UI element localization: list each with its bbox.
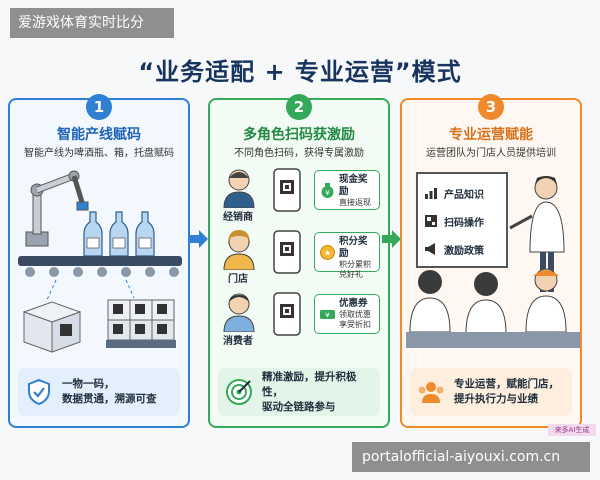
shield-check-icon	[28, 378, 50, 406]
panel-footer: 一物一码， 数据贯通，溯源可查	[18, 368, 180, 416]
reward-desc: 直接返现	[339, 198, 371, 207]
reward-card-points: ★ 积分奖励 积分累积 兑好礼	[314, 232, 380, 279]
training-board: 产品知识 扫码操作 激励政策	[416, 172, 508, 268]
coupon-icon: ¥	[320, 310, 335, 320]
panel-multi-role-scan: 2 多角色扫码获激励 不同角色扫码，获得专属激励 经销商 ¥ 现金奖励 直接返现	[208, 94, 390, 428]
step-badge-1: 1	[86, 94, 112, 120]
ai-generated-tag: 来多AI生成	[548, 424, 596, 436]
role-row-consumer: 消费者 ¥ 优惠券 领取优惠 享受折扣	[216, 288, 386, 347]
arrow-right-icon	[382, 230, 401, 248]
footer-line-2: 提升执行力与业绩	[454, 393, 538, 405]
arrow-right-icon	[189, 230, 208, 248]
consumer-avatar-icon	[223, 293, 255, 332]
distributor-avatar-icon	[223, 169, 255, 208]
panel-title: 多角色扫码获激励	[243, 127, 355, 143]
step-badge-3: 3	[478, 94, 504, 120]
role-label: 门店	[228, 274, 248, 285]
board-item: 扫码操作	[444, 218, 484, 229]
panel-footer: 精准激励，提升积极性， 驱动全链路参与	[218, 368, 380, 416]
conveyor-belt-icon	[18, 256, 182, 277]
page-title: “业务适配 + 专业运营”模式	[138, 58, 462, 86]
svg-text:★: ★	[324, 249, 331, 258]
chart-icon	[425, 188, 437, 199]
audience-figures-icon	[406, 268, 580, 348]
panel-smart-coding: 1 智能产线赋码 智能产线为啤酒瓶、箱，托盘赋码	[8, 94, 190, 428]
footer-line-1: 一物一码，	[62, 378, 115, 390]
phone-qr-icon	[273, 168, 301, 212]
reward-card-cash: ¥ 现金奖励 直接返现	[314, 170, 380, 210]
role-label: 经销商	[223, 212, 253, 223]
phone-qr-icon	[273, 230, 301, 274]
footer-line-1: 专业运营，赋能门店，	[454, 378, 559, 390]
reward-card-coupon: ¥ 优惠券 领取优惠 享受折扣	[314, 294, 380, 334]
beer-bottle-icon	[83, 211, 155, 257]
panel-subtitle: 不同角色扫码，获得专属激励	[234, 148, 364, 159]
reward-desc: 积分累积	[339, 260, 371, 269]
reward-desc: 领取优惠	[339, 310, 371, 319]
svg-text:¥: ¥	[325, 312, 330, 320]
role-row-distributor: 经销商 ¥ 现金奖励 直接返现	[216, 164, 386, 223]
megaphone-icon	[425, 243, 435, 255]
board-item: 产品知识	[444, 190, 484, 201]
panel-title: 智能产线赋码	[57, 127, 141, 143]
training-illustration	[406, 176, 580, 348]
team-icon	[418, 382, 444, 403]
reward-title: 优惠券	[339, 298, 368, 309]
target-icon	[226, 379, 252, 405]
panel-operations-enablement: 3 专业运营赋能 运营团队为门店人员提供培训 产品知识 扫码操作 激励政策	[400, 94, 582, 428]
production-line-illustration	[18, 170, 182, 353]
robot-arm-icon	[25, 170, 89, 247]
panel-footer: 专业运营，赋能门店， 提升执行力与业绩	[410, 368, 572, 416]
phone-qr-icon	[273, 292, 301, 336]
footer-line-2: 数据贯通，溯源可查	[62, 393, 157, 405]
panel-title: 专业运营赋能	[449, 127, 533, 143]
money-bag-icon: ¥	[321, 183, 334, 198]
reward-title: 积分奖励	[339, 236, 368, 259]
step-badge-2: 2	[286, 94, 312, 120]
qr-code-icon	[425, 215, 437, 227]
panel-subtitle: 运营团队为门店人员提供培训	[426, 148, 556, 159]
coin-icon: ★	[320, 245, 335, 260]
reward-desc: 享受折扣	[339, 320, 371, 329]
store-avatar-icon	[223, 230, 255, 270]
role-row-store: 门店 ★ 积分奖励 积分累积 兑好礼	[216, 226, 386, 285]
reward-title: 现金奖励	[339, 174, 368, 197]
board-item: 激励政策	[444, 246, 484, 257]
carton-box-icon	[22, 301, 82, 353]
site-title-banner: 爱游戏体育实时比分	[10, 8, 174, 38]
role-label: 消费者	[223, 336, 253, 347]
reward-desc: 兑好礼	[339, 270, 363, 279]
footer-line-2: 驱动全链路参与	[262, 400, 336, 413]
footer-line-1: 精准激励，提升积极性，	[262, 370, 357, 398]
pallet-icon	[106, 299, 176, 348]
watermark-domain: portalofficial-aiyouxi.com.cn	[352, 442, 590, 472]
svg-text:¥: ¥	[325, 189, 330, 197]
panel-subtitle: 智能产线为啤酒瓶、箱，托盘赋码	[24, 148, 174, 159]
